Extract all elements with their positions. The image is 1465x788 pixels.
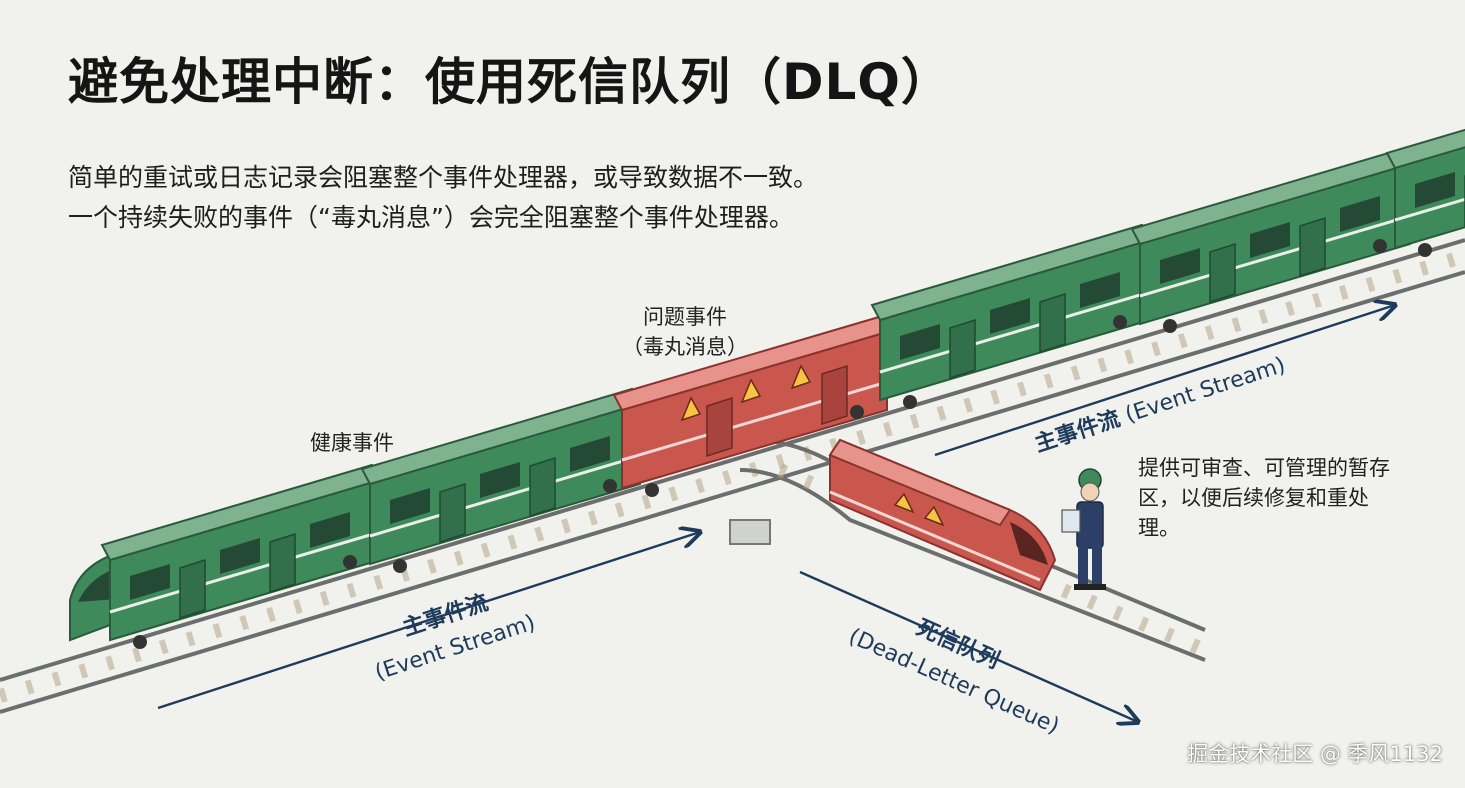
subtitle-line-2: 一个持续失败的事件（“毒丸消息”）会完全阻塞整个事件处理器。 (68, 203, 794, 232)
healthy-train (69, 387, 642, 651)
page-title: 避免处理中断：使用死信队列（DLQ） (68, 53, 952, 111)
main-stream-arrow-top (934, 305, 1395, 457)
main-stream-arrow-bottom (157, 532, 700, 710)
label-problem-line-1: 问题事件 (643, 305, 727, 329)
dlq-arrow (799, 570, 1138, 722)
main-track (0, 238, 1465, 714)
healthy-train-right (870, 71, 1465, 411)
operator-figure (1061, 468, 1106, 590)
subtitle-line-1: 简单的重试或日志记录会阻塞整个事件处理器，或导致数据不一致。 (68, 163, 819, 192)
label-healthy-event: 健康事件 (310, 431, 394, 455)
watermark: 掘金技术社区 @ 季风1132 (1187, 742, 1443, 766)
operator-note: 提供可审查、可管理的暂存区，以便后续修复和重处理。 (1138, 456, 1390, 540)
label-problem-event: 问题事件 （毒丸消息） (610, 302, 760, 362)
label-problem-line-2: （毒丸消息） (622, 335, 748, 359)
dlq-car (828, 438, 1057, 592)
subtitle: 简单的重试或日志记录会阻塞整个事件处理器，或导致数据不一致。 一个持续失败的事件… (68, 158, 818, 238)
